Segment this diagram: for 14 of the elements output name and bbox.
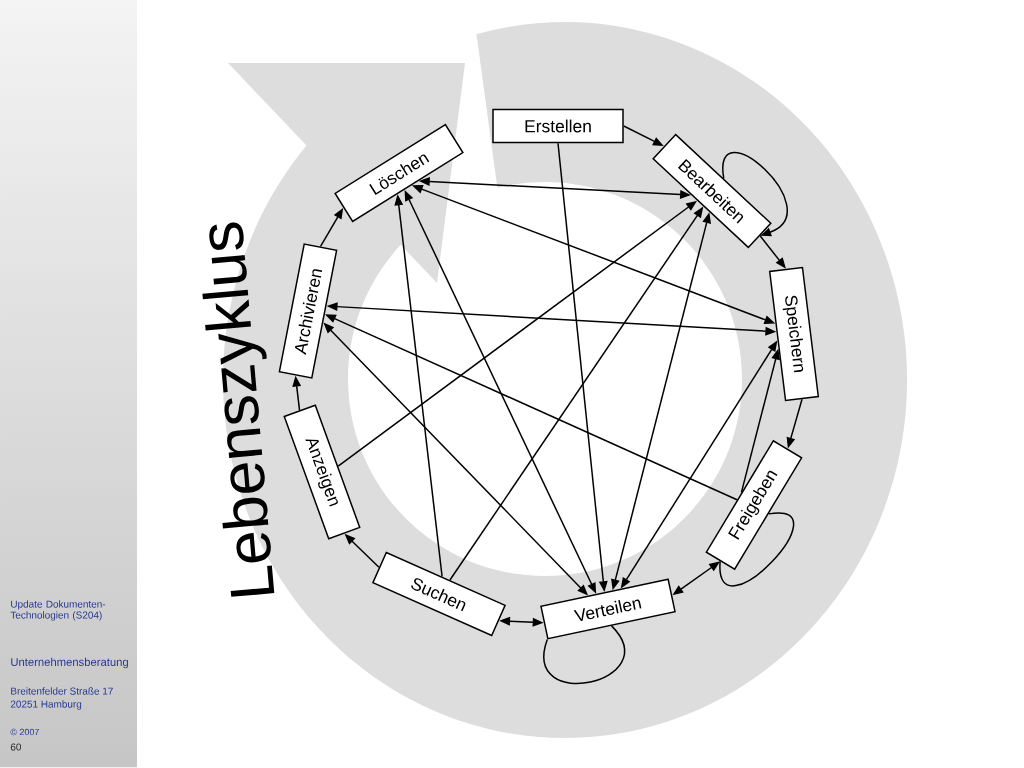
address-text: Breitenfelder Straße 17 [11, 687, 113, 695]
address-text: 20251 Hamburg [10, 700, 82, 710]
state-box: Erstellen [492, 108, 624, 144]
page-number: 60 [10, 743, 22, 751]
rotated-heading: Lebenszyklus [202, 222, 275, 597]
loop-arrow [722, 151, 788, 237]
state-box: Speichern [768, 266, 820, 402]
footer-text: Update Dokumenten-Technologien (S204) [10, 600, 106, 621]
state-box: Verteilen [540, 578, 676, 640]
state-box: Archivieren [278, 243, 338, 379]
loop-connector-line [543, 625, 626, 685]
copyright-text: © 2007 [10, 728, 39, 736]
footer-text: Unternehmensberatung [11, 657, 128, 669]
loop-connector-line [719, 512, 795, 587]
